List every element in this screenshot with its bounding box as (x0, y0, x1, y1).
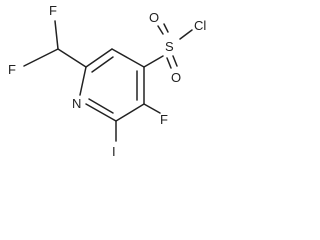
bond-chf2-f-top (54, 20, 59, 50)
bond-s-o-left (157, 25, 164, 35)
bond-s-o-left-double (163, 23, 169, 33)
bond-s-o-bottom-double (172, 55, 178, 67)
bond-c2-c3 (85, 48, 113, 68)
atom-f-top: F (49, 3, 57, 18)
atom-o-bottom: O (171, 70, 181, 85)
bond-s-cl (179, 29, 193, 40)
bond-c3-c4 (111, 48, 145, 68)
chemical-structure: F F S Cl O O N F I (8, 3, 206, 159)
bond-c4-s (143, 55, 164, 68)
atom-n: N (72, 96, 81, 111)
atom-s: S (165, 39, 174, 54)
bond-s-o-bottom (166, 57, 172, 69)
atom-i: I (112, 144, 116, 159)
bond-c2-chf2 (57, 48, 87, 68)
bond-c5-f (143, 103, 161, 114)
atom-f-ring: F (160, 112, 168, 127)
bond-c6-n (85, 103, 117, 122)
atom-o-left: O (149, 10, 159, 25)
bond-n-c2 (79, 66, 87, 96)
atom-f-left: F (8, 62, 16, 77)
bond-c6-n-inner (88, 98, 114, 114)
atom-cl: Cl (194, 18, 206, 33)
bond-c5-c6 (115, 103, 145, 122)
bond-c2-c3-inner (91, 56, 114, 73)
bond-chf2-f-left (23, 48, 59, 67)
